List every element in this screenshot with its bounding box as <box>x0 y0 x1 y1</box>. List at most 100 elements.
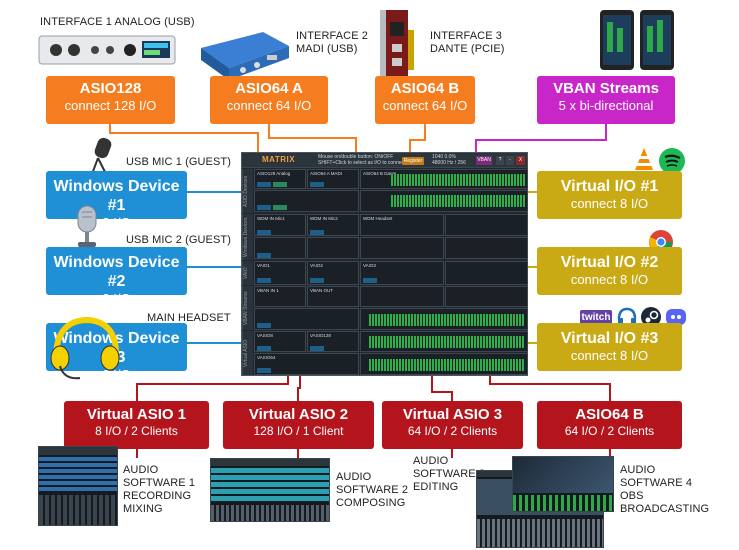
software1-caption: AUDIO SOFTWARE 1 RECORDING MIXING <box>123 464 195 516</box>
strip-asio64b[interactable]: ASIO64 B Dante <box>360 169 528 189</box>
strip-vasio64[interactable]: VASIO64 <box>254 353 359 375</box>
software2-caption: AUDIO SOFTWARE 2 COMPOSING <box>336 471 408 510</box>
asio128-sub: connect 128 I/O <box>64 98 157 113</box>
asio64b-top-box: ASIO64 B connect 64 I/O <box>375 76 475 124</box>
strip-vban-in[interactable]: VBAN IN 1 <box>254 286 306 307</box>
software1-line3: RECORDING <box>123 490 192 502</box>
strip-vban-out-label: VBAN OUT <box>310 288 334 293</box>
software4-line1: AUDIO <box>620 464 656 476</box>
strip-asio128-chip <box>257 182 271 187</box>
virtual-io2-title: Virtual I/O #2 <box>560 254 659 271</box>
strip-vban-row2-chip <box>257 323 271 328</box>
software4-line4: BROADCASTING <box>620 503 710 515</box>
usb-mic1-image <box>84 136 120 176</box>
app-tip-line1: Mouse on/double button: ON/OFF <box>318 154 394 160</box>
spotify-icon <box>658 147 686 175</box>
interface2-line2: MADI (USB) <box>296 43 358 55</box>
strip-asio64a-label: ASIO64 A MADI <box>310 171 343 176</box>
software4-scene <box>513 457 613 493</box>
virtual-io3-box: Virtual I/O #3 connect 8 I/O <box>537 323 682 371</box>
software2-line1: AUDIO <box>336 471 372 483</box>
asio64b-bottom-title: ASIO64 B <box>575 406 644 423</box>
vban-streams-sub: 5 x bi-directional <box>558 98 654 113</box>
minimize-button[interactable]: - <box>506 156 514 165</box>
windows-device1-title: Windows Device #1 <box>53 178 180 214</box>
twitch-icon: twitch <box>580 310 612 325</box>
strip-asio128[interactable]: ASIO128 Analog <box>254 169 306 189</box>
asio64b-top-title: ASIO64 B <box>390 80 460 97</box>
strip-vasio8-label: VASIO8 <box>257 333 273 338</box>
headset-image <box>46 314 122 386</box>
software1-line1: AUDIO <box>123 464 159 476</box>
strip-vasio128[interactable]: VASIO128 <box>307 331 359 352</box>
app-status-line2: 48000 Hz / 256 <box>432 160 466 166</box>
software4-screenshot <box>512 456 614 512</box>
app-titlebar: MATRIX Mouse on/double button: ON/OFF SH… <box>242 153 527 168</box>
phones-image <box>598 8 678 72</box>
software4-caption: AUDIO SOFTWARE 4 OBS BROADCASTING <box>620 464 709 516</box>
strip-vaio2-label: VAIO2 <box>310 263 323 268</box>
strip-wdm-headset-label: WDM Headset <box>363 216 393 221</box>
strip-wdm-row2a-chip <box>257 253 271 258</box>
strip-wdm-mic1-chip <box>257 230 271 235</box>
strip-asio128-label: ASIO128 Analog <box>257 171 291 176</box>
strip-wdm-mic2[interactable]: WDM IN Mic2 <box>307 214 359 236</box>
strip-wdm-mic2-label: WDM IN Mic2 <box>310 216 338 221</box>
software2-tracks <box>211 468 329 502</box>
app-status-line1: 1040 0.0% <box>432 154 456 160</box>
strip-vaio3[interactable]: VAIO3 <box>360 261 444 285</box>
side-label-asio: ASIO Devices <box>242 169 253 213</box>
interface3-line2: DANTE (PCIe) <box>430 43 505 55</box>
help-button[interactable]: ? <box>496 156 504 165</box>
strip-vasio64-meter <box>360 353 528 375</box>
strip-vaio1[interactable]: VAIO1 <box>254 261 306 285</box>
asio64b-bottom-sub: 64 I/O / 2 Clients <box>564 424 655 438</box>
strip-asio64b-meter <box>391 174 525 186</box>
windows-device1-box: Windows Device #1 8 I/O <box>46 171 187 230</box>
strip-wdm-mic1[interactable]: WDM IN Mic1 <box>254 214 306 236</box>
software2-line2: SOFTWARE 2 <box>336 484 409 496</box>
strip-asio64a[interactable]: ASIO64 A MADI <box>307 169 359 189</box>
interface3-line1: INTERFACE 3 <box>430 30 503 42</box>
register-button[interactable]: Register <box>402 157 424 165</box>
strip-asio-row2 <box>254 190 359 212</box>
strip-asio-row2b-meter <box>391 195 525 207</box>
strip-vban-out[interactable]: VBAN OUT <box>307 286 359 307</box>
software2-bar-top <box>211 459 329 466</box>
vban-button[interactable]: VBAN <box>476 156 492 165</box>
virtual-asio1-sub: 8 I/O / 2 Clients <box>95 424 178 438</box>
interface2-caption: INTERFACE 2 MADI (USB) <box>296 30 368 56</box>
asio64a-sub: connect 64 I/O <box>226 98 312 113</box>
strip-wdm-mic2-chip <box>310 230 324 235</box>
windows-device2-box: Windows Device #2 8 I/O <box>46 247 187 306</box>
software3-line2: SOFTWARE 3 <box>413 468 486 480</box>
strip-asio64b-label: ASIO64 B Dante <box>363 171 397 176</box>
virtual-io3-title: Virtual I/O #3 <box>560 330 659 347</box>
main-headset-caption: MAIN HEADSET <box>147 312 231 324</box>
virtual-io1-sub: connect 8 I/O <box>570 196 649 211</box>
close-button[interactable]: X <box>516 156 525 165</box>
strip-vaio3-chip <box>363 278 377 283</box>
software1-screenshot <box>38 446 118 526</box>
strip-vasio8[interactable]: VASIO8 <box>254 331 306 352</box>
interface3-image <box>372 8 422 88</box>
strip-wdm-row2d <box>445 237 528 259</box>
virtual-asio2-title: Virtual ASIO 2 <box>248 406 349 423</box>
strip-vban-c <box>360 286 444 307</box>
virtual-io3-sub: connect 8 I/O <box>570 348 649 363</box>
windows-device2-title: Windows Device #2 <box>53 254 180 290</box>
software3-line3: EDITING <box>413 481 459 493</box>
strip-vaio-extra <box>445 261 528 285</box>
app-tip: Mouse on/double button: ON/OFF SHIFT+Cli… <box>318 154 405 166</box>
software1-mixer <box>39 495 117 525</box>
interface1-image <box>38 30 176 68</box>
strip-vban-row2b-meter <box>369 314 525 326</box>
strip-vaio2[interactable]: VAIO2 <box>307 261 359 285</box>
strip-vban-in-label: VBAN IN 1 <box>257 288 279 293</box>
strip-vaio1-label: VAIO1 <box>257 263 270 268</box>
strip-wdm-headset[interactable]: WDM Headset <box>360 214 444 236</box>
strip-wdm-row2b <box>307 237 359 259</box>
app-status: 1040 0.0% 48000 Hz / 256 <box>432 154 466 166</box>
side-label-windows: Windows Devices <box>242 214 253 260</box>
asio64a-box: ASIO64 A connect 64 I/O <box>210 76 328 124</box>
